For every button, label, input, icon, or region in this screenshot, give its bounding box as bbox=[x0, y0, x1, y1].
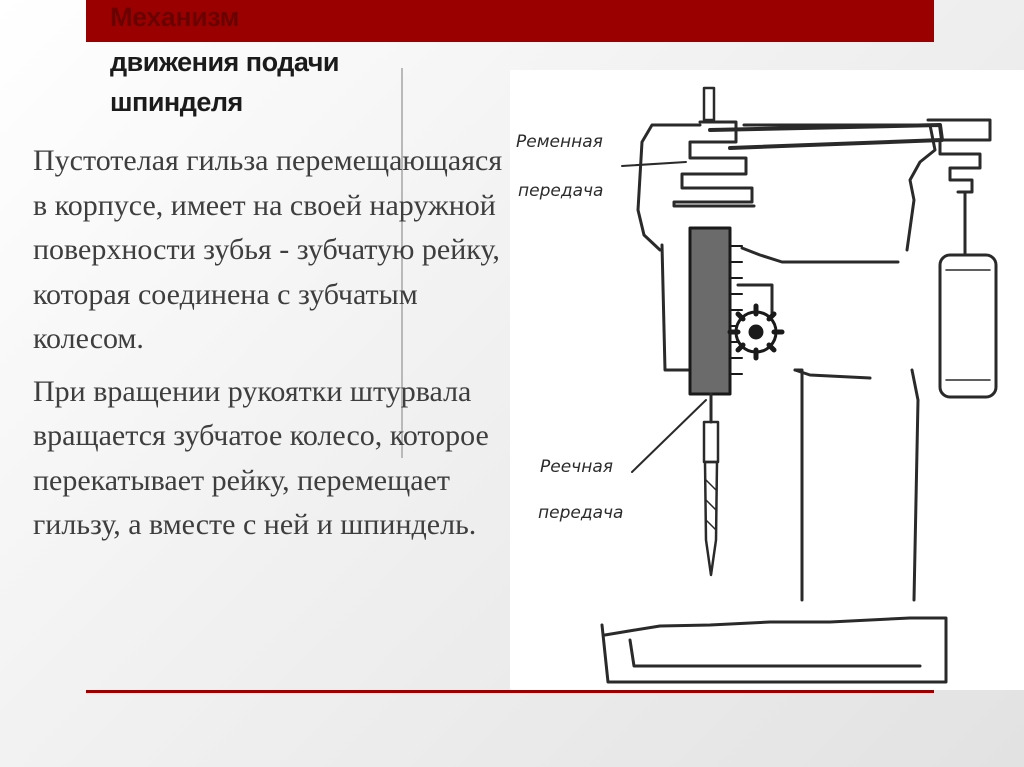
column-right bbox=[910, 368, 920, 602]
rack-drive-label-line-2: передача bbox=[538, 503, 623, 523]
base-inner bbox=[628, 638, 922, 668]
column-top bbox=[793, 368, 872, 380]
base bbox=[600, 616, 948, 684]
bottom-accent-rule bbox=[86, 690, 934, 693]
drill-bit bbox=[703, 460, 719, 577]
gear bbox=[727, 303, 785, 361]
column-front bbox=[660, 243, 690, 372]
rack-drive-label-line-1: Реечная bbox=[540, 457, 613, 477]
spindle-sleeve bbox=[688, 226, 732, 396]
motor bbox=[938, 253, 998, 399]
belt bbox=[708, 123, 944, 150]
paragraph-1: Пустотелая гильза перемещающаяся в корпу… bbox=[33, 144, 503, 355]
head-lower-edge bbox=[736, 283, 774, 317]
rack-teeth bbox=[729, 245, 743, 375]
slide-title-line-3: шпинделя bbox=[110, 87, 243, 117]
right-pulley bbox=[926, 118, 992, 194]
head-slot bbox=[740, 246, 900, 264]
left-pulley bbox=[672, 120, 756, 208]
drill-flutes bbox=[705, 479, 717, 531]
drill-press-drawing: Ременная передача Реечная передача bbox=[516, 86, 998, 684]
vertical-divider bbox=[401, 68, 403, 458]
drill-press-diagram: Ременная передача Реечная передача bbox=[510, 70, 1024, 690]
slide-title-line-1: Механизм bbox=[110, 2, 239, 32]
rack-pointer bbox=[631, 399, 707, 473]
belt-drive-label-line-2: передача bbox=[518, 181, 603, 201]
motor-bands bbox=[945, 269, 991, 381]
slide-title-line-2: движения подачи bbox=[110, 47, 340, 77]
title-accent-bar bbox=[86, 0, 934, 42]
chuck bbox=[702, 420, 720, 464]
belt-drive-label-line-1: Ременная bbox=[516, 132, 603, 152]
column-left bbox=[793, 368, 804, 602]
belt-pointer bbox=[621, 161, 687, 167]
shaft-top bbox=[702, 86, 716, 122]
body-text: Пустотелая гильза перемещающаяся в корпу… bbox=[33, 139, 503, 556]
paragraph-2: При вращении рукоятки штурвала вращается… bbox=[33, 374, 489, 542]
